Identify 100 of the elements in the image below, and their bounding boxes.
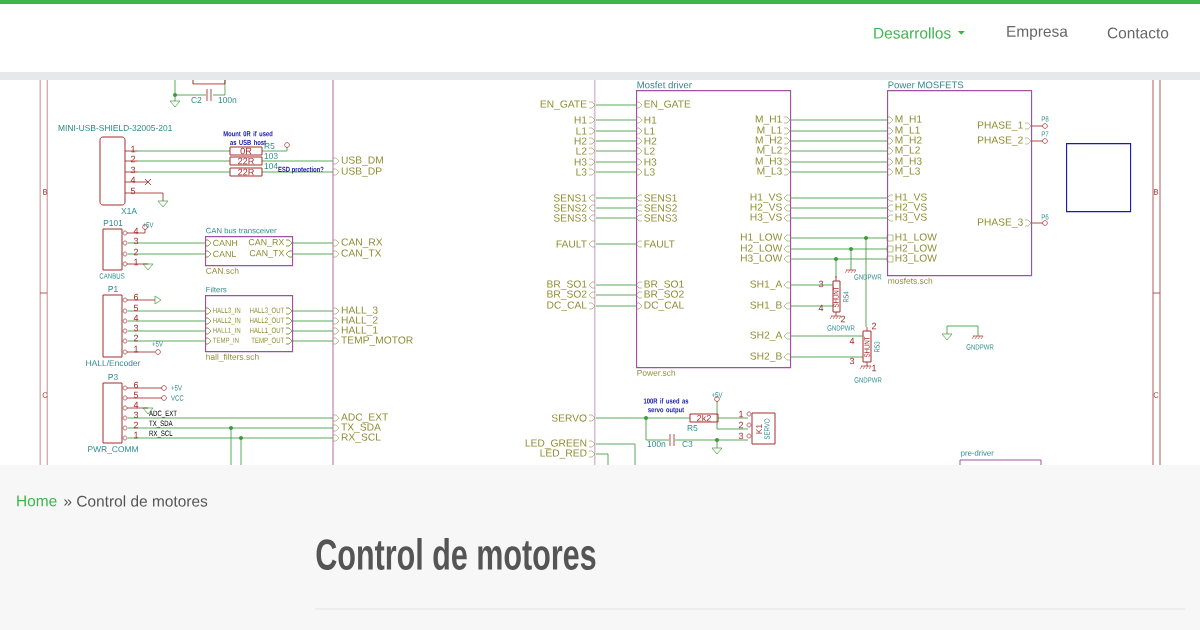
- pin-number: 1: [739, 410, 744, 418]
- pin-label: M_L2: [895, 146, 920, 156]
- net-label: FAULT: [556, 240, 587, 248]
- pin-label: M_H2: [895, 136, 922, 146]
- wire: [790, 217, 888, 219]
- component-label: 104: [264, 163, 278, 169]
- component-label: MINI-USB-SHIELD-32005-201: [58, 125, 172, 131]
- pin-number: 2: [840, 315, 846, 323]
- net-label: SERVO: [551, 414, 587, 422]
- pin-number: 3: [818, 280, 824, 288]
- net-label: HALL_2: [341, 316, 378, 326]
- pin-label: L2: [644, 147, 655, 155]
- net-label: DC_CAL: [547, 301, 587, 311]
- sheet-title: Mosfet driver: [637, 81, 692, 89]
- pin-label: SENS2: [644, 204, 677, 212]
- pin-label: PHASE_2: [977, 136, 1023, 146]
- net-label: CAN_RX: [341, 238, 383, 248]
- net-label: BR_SO2: [547, 290, 587, 300]
- pin-number: 2: [133, 334, 139, 342]
- breadcrumb-link: Home: [17, 495, 57, 507]
- pin-label: H3_VS: [750, 213, 782, 223]
- wire: [790, 258, 888, 260]
- wire: [790, 237, 888, 239]
- pin-number: 1: [131, 145, 136, 153]
- pin-label: FAULT: [644, 240, 675, 248]
- pin-label: BR_SO2: [644, 290, 684, 300]
- net-label: TX_SDA: [341, 423, 381, 433]
- net-label: HALL_3: [341, 306, 378, 316]
- component-label: C2: [191, 97, 202, 103]
- pin-label: SH2_B: [750, 352, 782, 362]
- pin-number: 2: [133, 248, 139, 256]
- component-label: 100n: [647, 441, 666, 447]
- pin-label: H3_LOW: [895, 254, 937, 264]
- component-label: P1: [108, 286, 118, 292]
- pin-label: H2_VS: [750, 203, 782, 213]
- net-label: LED_RED: [540, 449, 587, 459]
- net-label: SENS3: [553, 214, 587, 222]
- pin-label: H1_LOW: [895, 233, 937, 243]
- pin-label: H3: [644, 158, 657, 166]
- net-label: H3: [574, 158, 587, 166]
- pin-label: M_L3: [757, 167, 782, 177]
- net-label: TEMP_MOTOR: [341, 336, 413, 346]
- pin-number: 2: [738, 421, 744, 429]
- component-label: P101: [103, 220, 123, 226]
- pin-number: 2: [133, 421, 139, 429]
- net-label: SENS1: [553, 194, 587, 202]
- pin-number: 3: [130, 166, 136, 174]
- pin-number: 2: [871, 322, 877, 330]
- net-label: L2: [576, 147, 587, 155]
- component-value: 22R: [238, 168, 254, 176]
- wire: [790, 161, 888, 163]
- component-label: X1A: [121, 208, 137, 214]
- pin-number: 4: [133, 227, 139, 235]
- pin-label: H1_VS: [750, 193, 782, 203]
- pin-number: 1: [134, 258, 139, 266]
- pin-label: H1_LOW: [740, 233, 783, 243]
- pin-label: SH1_A: [750, 280, 783, 290]
- pin-label: M_L1: [895, 126, 920, 136]
- net-label: USB_DP: [341, 167, 382, 177]
- pin-number: 4: [133, 401, 139, 409]
- pin-label: CAN_TX: [249, 250, 285, 258]
- pin-label: CAN_RX: [248, 239, 285, 247]
- pin-label: H3_LOW: [740, 254, 783, 264]
- net-label: EN_GATE: [540, 100, 587, 110]
- empty-box: [1066, 143, 1132, 213]
- net-label: H2: [574, 137, 587, 145]
- net-label: CAN_TX: [341, 249, 382, 259]
- file-name: mosfets.sch: [888, 277, 933, 284]
- nav-link: Desarrollos: [874, 27, 965, 39]
- pin-label: SENS3: [644, 214, 677, 222]
- component-label: P3: [108, 374, 118, 380]
- pin-label: H2_VS: [895, 203, 927, 213]
- pin-label: CANL: [213, 250, 237, 258]
- pin-label: H2: [644, 137, 657, 145]
- pin-label: M_H1: [895, 115, 922, 125]
- component-value: 2k2: [697, 414, 711, 422]
- component-label: HALL/Encoder: [86, 359, 141, 367]
- net-label: SENS2: [553, 204, 587, 212]
- net-label: RX_SCL: [341, 433, 381, 443]
- component-value: 22R: [238, 157, 254, 165]
- page-title: Control de motores: [316, 538, 596, 570]
- file-name: hall_filters.sch: [206, 353, 259, 362]
- pin-number: 3: [738, 432, 744, 440]
- net-label: ADC_EXT: [341, 413, 389, 423]
- pin-number: 4: [133, 314, 139, 322]
- pin-label: M_L2: [757, 146, 782, 156]
- wire: [790, 150, 888, 152]
- pin-label: L3: [644, 168, 655, 176]
- net-label: H1: [574, 116, 587, 124]
- pin-number: 1: [872, 364, 877, 372]
- wire: [790, 171, 888, 173]
- pin-label: SH1_B: [750, 301, 782, 311]
- pin-number: 4: [849, 337, 855, 345]
- pin-label: BR_SO1: [644, 280, 684, 290]
- pin-label: M_L3: [895, 167, 920, 177]
- pin-number: 6: [133, 381, 139, 389]
- pin-number: 6: [133, 293, 139, 301]
- nav-link: Empresa: [1007, 26, 1068, 40]
- wire: [790, 207, 888, 209]
- pin-label: M_H2: [755, 136, 782, 146]
